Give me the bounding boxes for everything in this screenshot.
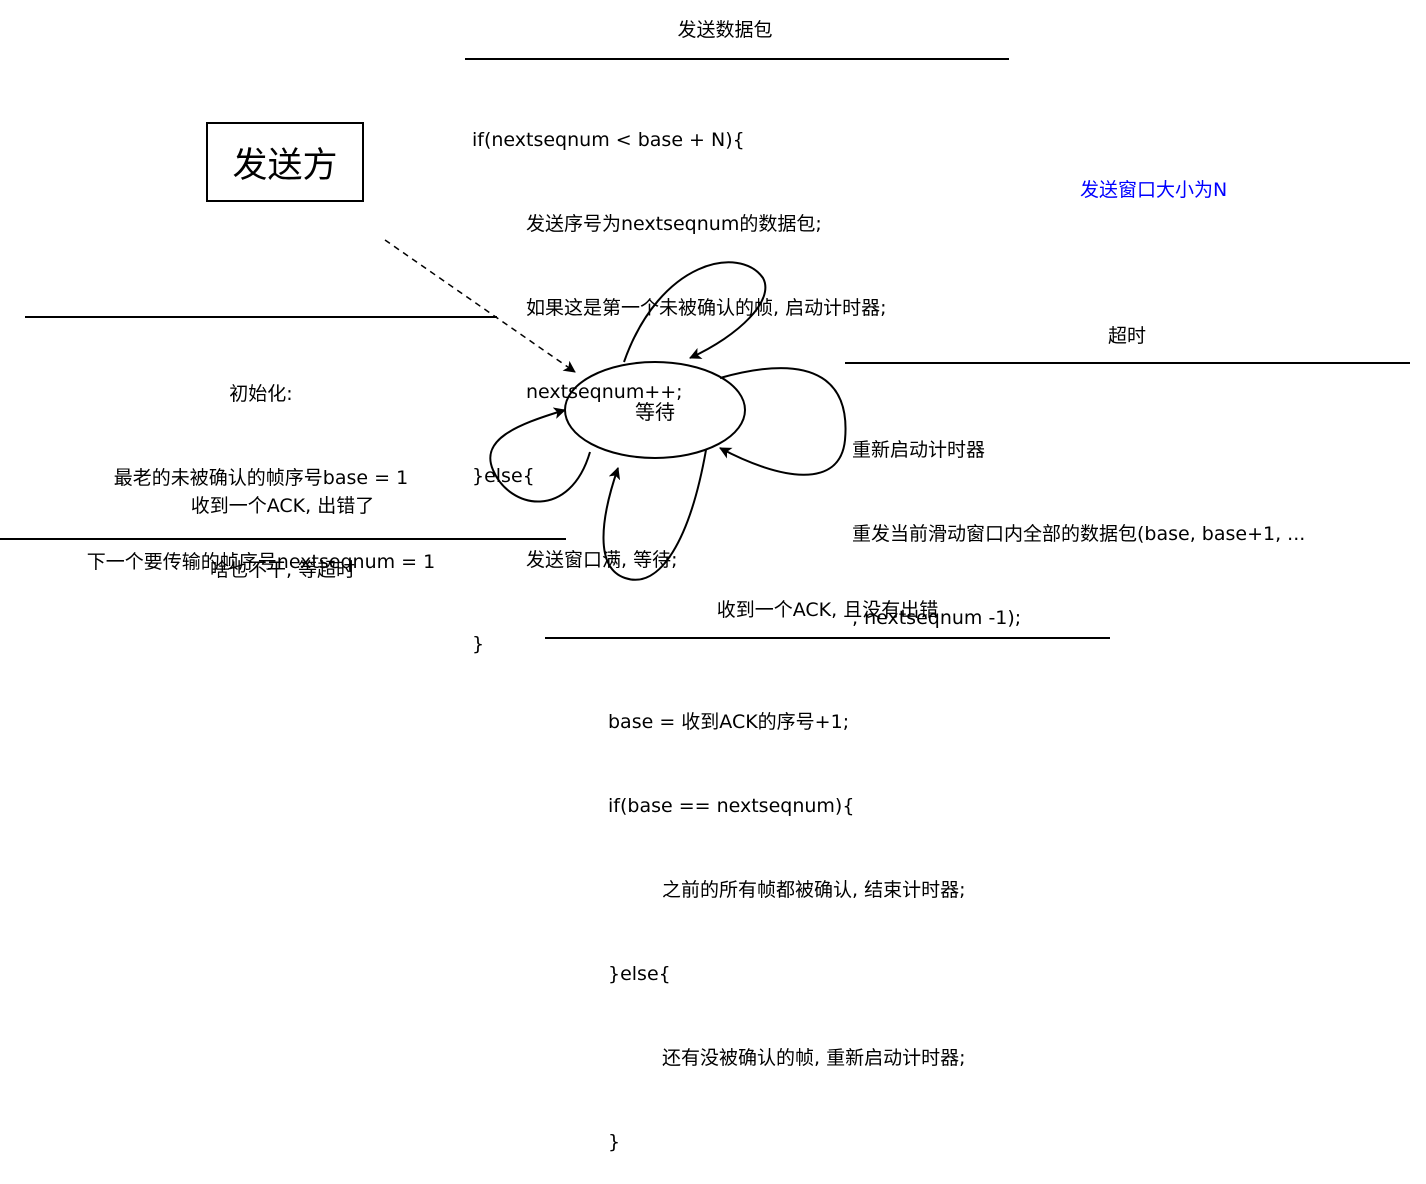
ack-ok-divider [545,637,1110,639]
ack-ok-action-line: } [608,1131,621,1153]
init-divider [25,316,497,318]
timeout-divider [845,362,1410,364]
timeout-actions: 重新启动计时器 重发当前滑动窗口内全部的数据包(base, base+1, ..… [852,380,1305,660]
wait-state: 等待 [565,362,745,458]
ack-ok-title: 收到一个ACK, 且没有出错 [716,599,939,621]
sender-box: 发送方 [206,122,364,202]
timeout-action-line: , nextseqnum -1); [852,607,1022,629]
ack-ok-loop-arrow [602,449,707,581]
send-loop-arrow [623,261,767,363]
ack-error-loop-arrow [489,407,591,503]
init-title: 初始化: [229,383,293,405]
send-transition-divider [465,58,1009,60]
send-action-line: if(nextseqnum < base + N){ [472,129,745,151]
ack-ok-action-line: base = 收到ACK的序号+1; [608,711,850,733]
send-action-line: 发送序号为nextseqnum的数据包; [526,213,822,235]
init-line: 下一个要传输的帧序号nextseqnum = 1 [86,551,436,573]
timeout-action-line: 重发当前滑动窗口内全部的数据包(base, base+1, ... [852,523,1306,545]
ack-ok-action-line: if(base == nextseqnum){ [608,795,855,817]
ack-ok-action-line: 还有没被确认的帧, 重新启动计时器; [662,1047,966,1069]
state-diagram-graphics [384,239,847,581]
ack-ok-actions: base = 收到ACK的序号+1; if(base == nextseqnum… [608,652,965,1184]
send-action-line: nextseqnum++; [526,381,683,403]
timeout-loop-arrow [719,367,847,476]
send-action-line: }else{ [472,465,535,487]
timeout-title: 超时 [1107,325,1146,347]
ack-error-divider [0,538,566,540]
ack-error-title: 收到一个ACK, 出错了 [190,495,375,517]
timeout-action-line: 重新启动计时器 [852,439,986,461]
initial-dashed-arrow [384,239,576,373]
sender-label: 发送方 [232,145,338,186]
init-line: 最老的未被确认的帧序号base = 1 [113,467,409,489]
send-action-line: } [472,633,485,655]
init-block: 初始化: 最老的未被确认的帧序号base = 1 下一个要传输的帧序号nexts… [25,324,497,604]
window-size-note: 发送窗口大小为N [1080,179,1228,201]
send-action-line: 如果这是第一个未被确认的帧, 启动计时器; [526,297,887,319]
ack-ok-action-line: 之前的所有帧都被确认, 结束计时器; [662,879,966,901]
ack-ok-action-line: }else{ [608,963,671,985]
send-action-line: 发送窗口满, 等待; [526,549,678,571]
send-transition-title: 发送数据包 [677,19,773,41]
wait-state-label: 等待 [635,399,675,424]
send-transition-actions: if(nextseqnum < base + N){ 发送序号为nextseqn… [472,70,886,686]
ack-error-action: 啥也不干, 等超时 [209,559,356,581]
